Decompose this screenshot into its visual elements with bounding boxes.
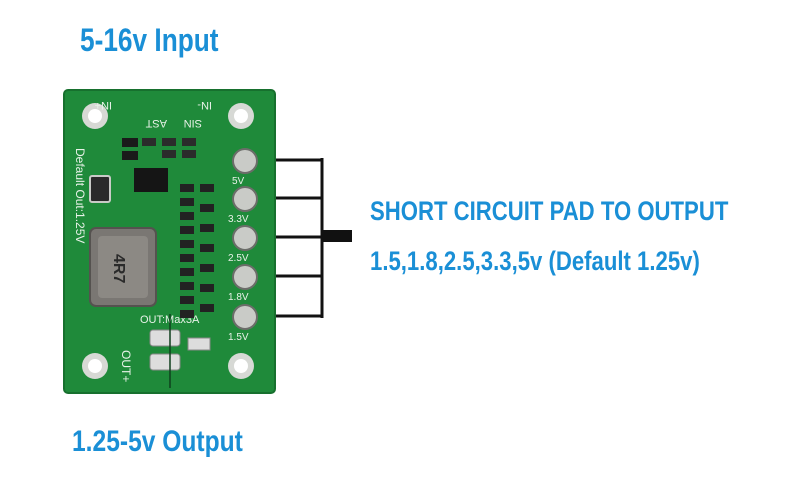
silk-ast: AST — [145, 117, 167, 129]
silk-default-out: Default Out:1.25V — [73, 148, 87, 243]
output-voltage-label: 1.25-5v Output — [72, 425, 243, 458]
voltage-pads — [232, 148, 258, 330]
silk-in-plus: IN+ — [95, 99, 112, 111]
silk-pad-5v: 5V — [232, 176, 245, 187]
mounting-holes — [82, 103, 254, 379]
silk-pad-1v5: 1.5V — [228, 332, 249, 343]
instruction-line-2: 1.5,1.8,2.5,3.3,5v (Default 1.25v) — [370, 246, 700, 276]
pad-2v5 — [232, 225, 258, 251]
pcb-body — [63, 89, 276, 394]
pad-3v3 — [232, 186, 258, 212]
capacitor — [89, 175, 111, 203]
inductor-label: 4R7 — [110, 254, 127, 283]
inductor: 4R7 — [89, 227, 157, 307]
silk-sin: SIN — [184, 117, 202, 129]
smd-components — [89, 138, 214, 371]
silk-pad-3v3: 3.3V — [228, 214, 249, 225]
ic-chip — [134, 168, 168, 192]
bracket-pointer — [322, 230, 352, 242]
silk-pad-1v8: 1.8V — [228, 292, 249, 303]
buck-converter-board: IN+ IN- AST SIN Default Out:1.25V OUT:Ma… — [63, 89, 276, 394]
pad-1v8 — [232, 264, 258, 290]
silk-pad-2v5: 2.5V — [228, 253, 249, 264]
input-voltage-label: 5-16v Input — [80, 22, 219, 58]
pad-1v5 — [232, 304, 258, 330]
silk-out-plus: OUT+ — [119, 350, 133, 382]
pad-5v — [232, 148, 258, 174]
silk-in-minus: IN- — [197, 99, 212, 111]
instruction-line-1: SHORT CIRCUIT PAD TO OUTPUT — [370, 196, 729, 226]
